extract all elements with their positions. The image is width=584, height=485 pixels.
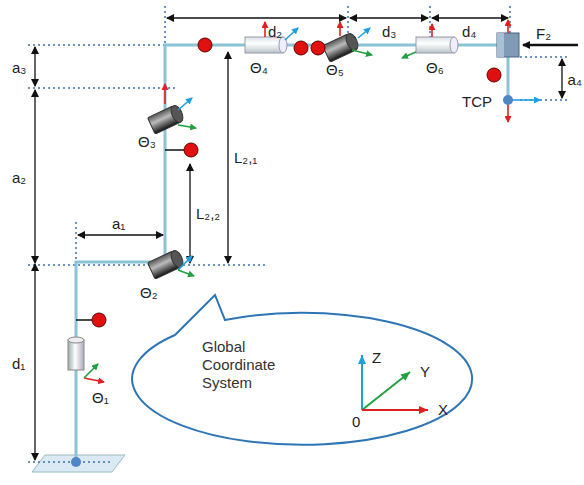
axis-label: Z <box>372 350 381 365</box>
joint-label: Θ₁ <box>92 390 109 405</box>
dimension-label: d₃ <box>382 24 396 39</box>
dimension-label: a₂ <box>12 170 26 185</box>
dimension-label: L₂,₂ <box>196 206 220 221</box>
dimension-label: L₂,₁ <box>234 150 257 165</box>
joint-label: Θ₆ <box>426 60 444 75</box>
axis-label: X <box>438 402 448 417</box>
dimension-label: d₁ <box>12 356 25 371</box>
dimension-label: a₁ <box>112 216 125 231</box>
dimension-label: a₃ <box>12 60 26 75</box>
joint-label: Θ₃ <box>138 134 156 149</box>
axis-label: Y <box>420 364 430 379</box>
bubble-text: Global Coordinate System <box>202 338 298 392</box>
axis-label: 0 <box>352 414 360 429</box>
joint-label: Θ₂ <box>140 285 158 300</box>
joint-label: Θ₅ <box>326 62 344 77</box>
dimension-label: d₂ <box>268 24 282 39</box>
joint-label: Θ₄ <box>250 60 268 75</box>
point-label: TCP <box>462 94 492 109</box>
dimension-label: d₄ <box>462 24 476 39</box>
force-label: F₂ <box>536 26 551 41</box>
dimension-label: a₄ <box>568 72 582 87</box>
